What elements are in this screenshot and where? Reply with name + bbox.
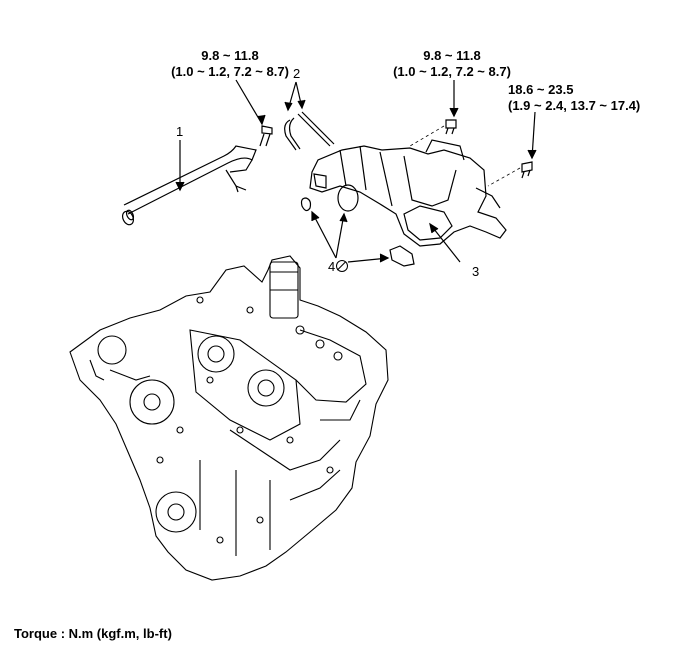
torque-spec-units: (1.0 ~ 1.2, 7.2 ~ 8.7) <box>171 64 289 79</box>
torque-spec-units: (1.0 ~ 1.2, 7.2 ~ 8.7) <box>393 64 511 79</box>
bolt-2 <box>445 119 457 135</box>
torque-spec-units: (1.9 ~ 2.4, 13.7 ~ 17.4) <box>508 98 641 113</box>
callout-1: 1 <box>176 124 184 139</box>
hoses <box>284 111 335 151</box>
callout-4-number: 4 <box>328 259 336 274</box>
bolt-1 <box>259 125 273 147</box>
gaskets <box>300 184 415 267</box>
leader-lines <box>175 79 537 263</box>
callout-4: 4 <box>328 259 349 274</box>
bolt-3 <box>521 161 533 179</box>
torque-spec-bolt-2: 9.8 ~ 11.8 (1.0 ~ 1.2, 7.2 ~ 8.7) <box>372 48 532 80</box>
alignment-lines <box>409 125 521 187</box>
torque-spec-bolt-3: 18.6 ~ 23.5 (1.9 ~ 2.4, 13.7 ~ 17.4) <box>508 82 640 114</box>
callout-3: 3 <box>472 264 480 279</box>
do-not-reuse-icon <box>336 260 349 272</box>
torque-spec-value: 18.6 ~ 23.5 <box>508 82 574 97</box>
water-outlet-assembly <box>309 139 507 247</box>
engine-block <box>69 255 389 581</box>
torque-spec-value: 9.8 ~ 11.8 <box>423 48 481 63</box>
water-inlet-pipe <box>121 145 257 226</box>
torque-unit-note: Torque : N.m (kgf.m, lb-ft) <box>14 626 172 641</box>
callout-2: 2 <box>293 66 301 81</box>
torque-spec-value: 9.8 ~ 11.8 <box>201 48 259 63</box>
torque-spec-bolt-1: 9.8 ~ 11.8 (1.0 ~ 1.2, 7.2 ~ 8.7) <box>150 48 310 80</box>
